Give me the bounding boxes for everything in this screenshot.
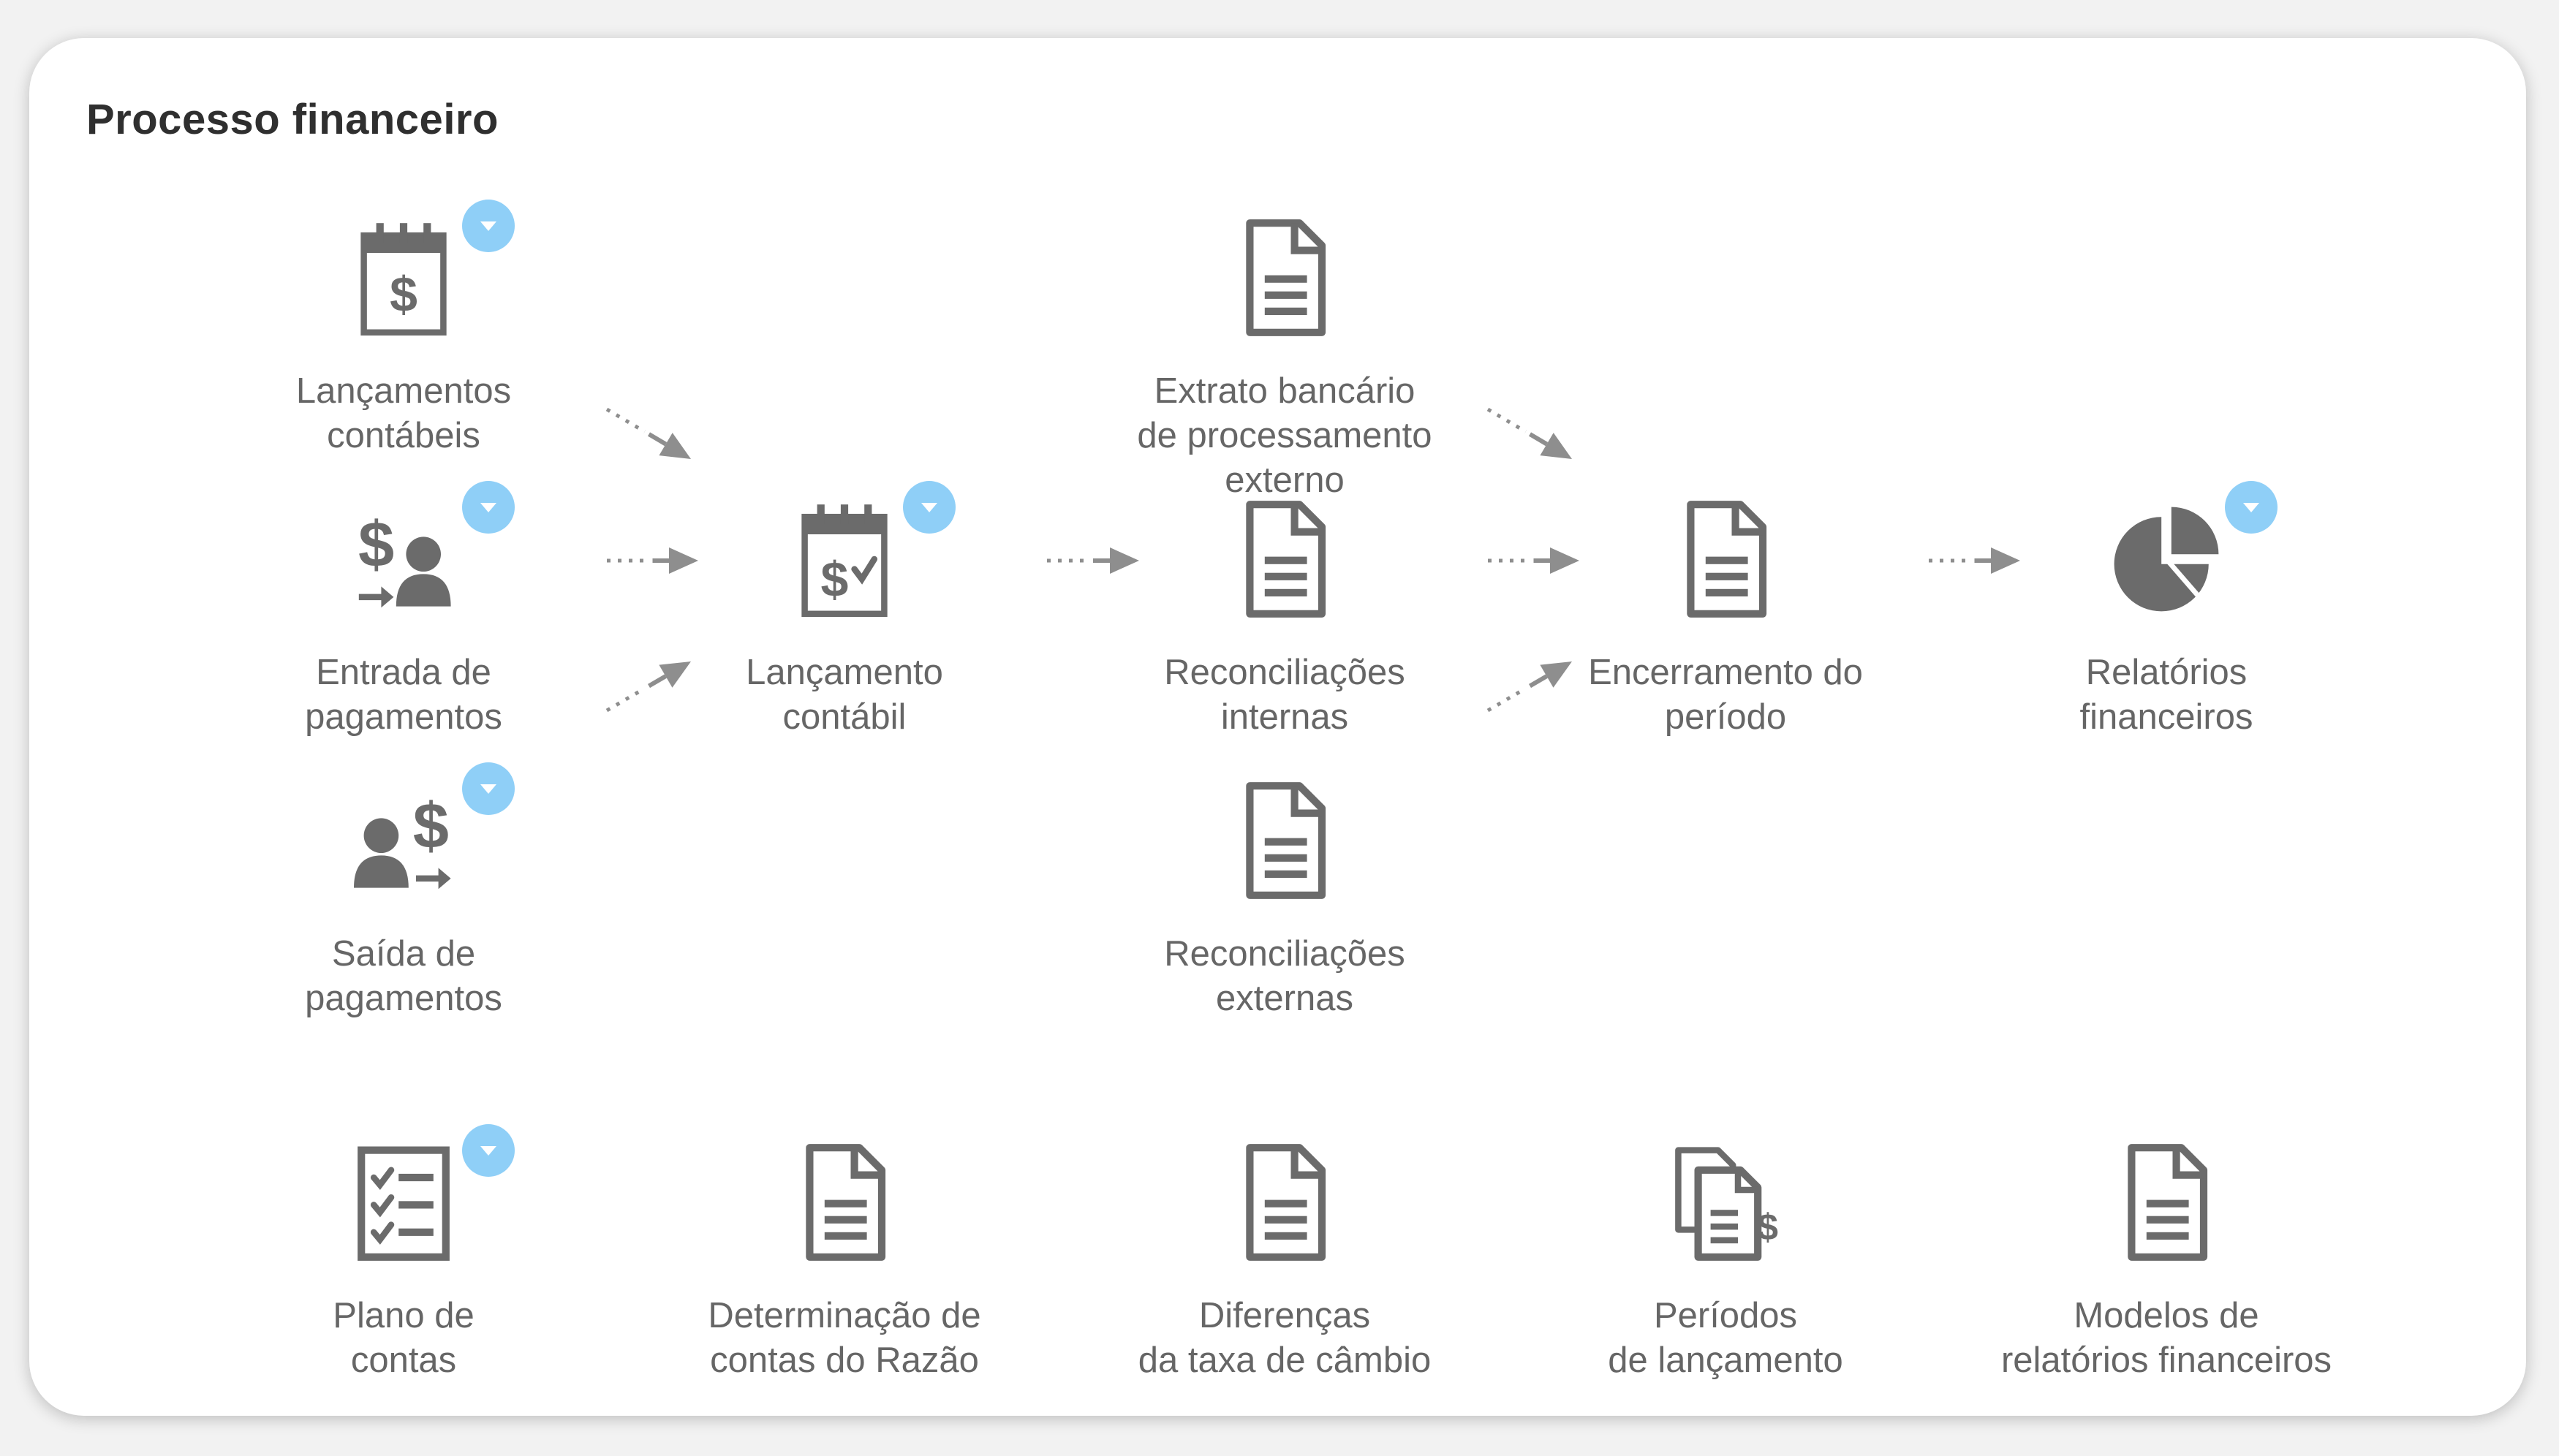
document-icon — [806, 1144, 886, 1261]
flow-arrow — [1047, 547, 1139, 574]
document-icon — [1246, 782, 1326, 899]
outgoing-payment-icon: $ — [354, 789, 451, 890]
node-relatorios-financeiros[interactable]: Relatórios financeiros — [1976, 481, 2356, 740]
node-label: Lançamento contábil — [746, 653, 943, 737]
chevron-down-icon — [2243, 503, 2259, 512]
dropdown-toggle-button[interactable] — [462, 762, 515, 815]
flow-arrow — [1486, 661, 1572, 713]
node-plano-contas[interactable]: Plano de contas — [213, 1124, 594, 1383]
node-determinacao-contas[interactable]: Determinação de contas do Razão — [654, 1140, 1035, 1383]
node-label: Plano de contas — [333, 1296, 475, 1380]
checklist-icon — [358, 1146, 450, 1261]
svg-text:$: $ — [413, 789, 449, 862]
incoming-payment-icon: $ — [358, 508, 451, 608]
dropdown-toggle-button[interactable] — [462, 1124, 515, 1177]
chevron-down-icon — [480, 784, 496, 794]
node-extrato-bancario[interactable]: Extrato bancário de processamento extern… — [1095, 216, 1475, 503]
node-reconciliacoes-internas[interactable]: Reconciliações internas — [1095, 497, 1475, 740]
dropdown-toggle-button[interactable] — [903, 481, 956, 534]
flow-arrow — [1488, 547, 1579, 574]
flow-arrow — [1929, 547, 2020, 574]
node-label: Entrada de pagamentos — [305, 653, 502, 737]
node-periodos-lancamento[interactable]: $ Períodos de lançamento — [1535, 1140, 1916, 1383]
dropdown-toggle-button[interactable] — [2225, 481, 2278, 534]
node-label: Períodos de lançamento — [1608, 1296, 1843, 1380]
svg-text:$: $ — [820, 552, 848, 607]
chevron-down-icon — [480, 221, 496, 231]
document-icon — [2128, 1144, 2208, 1261]
node-entrada-pagamentos[interactable]: $ Entrada de pagamentos — [213, 481, 594, 740]
documents-dollar-icon: $ — [1675, 1147, 1778, 1261]
calendar-dollar-icon: $ — [360, 223, 447, 336]
flow-arrow — [607, 547, 698, 574]
chevron-down-icon — [480, 503, 496, 512]
flow-arrow — [1486, 407, 1572, 459]
node-saida-pagamentos[interactable]: $ Saída de pagamentos — [213, 762, 594, 1021]
node-label: Reconciliações internas — [1164, 653, 1405, 737]
document-icon — [1246, 1144, 1326, 1261]
pie-chart-icon — [2114, 507, 2219, 612]
node-lancamento-contabil[interactable]: $ Lançamento contábil — [654, 481, 1035, 740]
document-icon — [1246, 219, 1326, 336]
node-label: Lançamentos contábeis — [295, 371, 512, 455]
svg-text:$: $ — [1758, 1206, 1778, 1248]
flow-arrow — [605, 407, 691, 459]
chevron-down-icon — [480, 1146, 496, 1156]
node-diferencas-cambio[interactable]: Diferenças da taxa de câmbio — [1095, 1140, 1475, 1383]
node-lancamentos-contabeis[interactable]: $ Lançamentos contábeis — [213, 200, 594, 458]
chevron-down-icon — [921, 503, 937, 512]
document-icon — [1687, 501, 1767, 618]
dropdown-toggle-button[interactable] — [462, 481, 515, 534]
node-label: Encerramento do período — [1588, 653, 1863, 737]
node-label: Diferenças da taxa de câmbio — [1138, 1296, 1432, 1380]
dropdown-toggle-button[interactable] — [462, 200, 515, 252]
node-label: Determinação de contas do Razão — [708, 1296, 981, 1380]
node-modelos-relatorios[interactable]: Modelos de relatórios financeiros — [1976, 1140, 2356, 1383]
document-icon — [1246, 501, 1326, 618]
node-label: Relatórios financeiros — [2079, 653, 2253, 737]
svg-text:$: $ — [358, 508, 394, 580]
flow-arrow — [605, 661, 691, 713]
node-reconciliacoes-externas[interactable]: Reconciliações externas — [1095, 778, 1475, 1021]
node-label: Modelos de relatórios financeiros — [2000, 1296, 2332, 1380]
page-title: Processo financeiro — [86, 96, 499, 143]
node-label: Saída de pagamentos — [305, 934, 502, 1018]
node-label: Reconciliações externas — [1164, 934, 1405, 1018]
calendar-dollar-check-icon: $ — [801, 504, 888, 618]
node-encerramento-periodo[interactable]: Encerramento do período — [1535, 497, 1916, 740]
svg-text:$: $ — [390, 267, 417, 322]
node-label: Extrato bancário de processamento extern… — [1137, 371, 1432, 500]
